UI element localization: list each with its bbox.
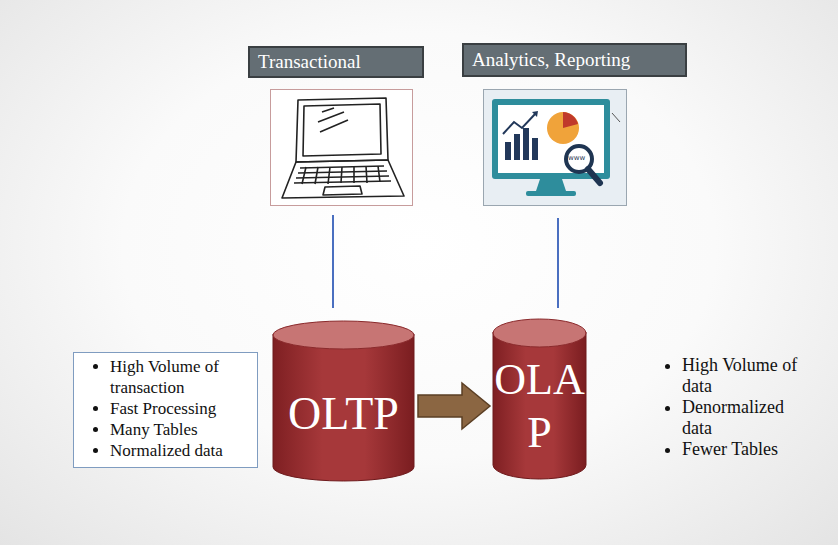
- database-cylinder: OLTP: [272, 320, 415, 482]
- monitor-frame: [484, 90, 627, 206]
- header-box: Transactional: [248, 46, 424, 78]
- header-text: Transactional: [258, 51, 361, 73]
- bullet-item: High Volume of data: [682, 355, 806, 397]
- bullet-list-plain: High Volume of dataDenormalized dataFewe…: [646, 355, 806, 460]
- bullet-list: High Volume of transactionFast Processin…: [74, 353, 257, 461]
- bullet-item: Many Tables: [110, 419, 239, 440]
- bullet-item: Fewer Tables: [682, 439, 806, 460]
- bullet-item: Fast Processing: [110, 398, 239, 419]
- bullet-list: High Volume of dataDenormalized dataFewe…: [646, 355, 806, 460]
- bullet-item: Denormalized data: [682, 397, 806, 439]
- leader-line: [332, 215, 334, 308]
- bullet-item: High Volume of transaction: [110, 356, 239, 398]
- laptop-frame: [271, 90, 413, 206]
- cylinder-label: OLA P: [490, 348, 590, 466]
- cylinder-label: OLTP: [272, 360, 415, 468]
- bullet-box: High Volume of transactionFast Processin…: [73, 352, 258, 468]
- bullet-item: Normalized data: [110, 440, 239, 461]
- header-text: Analytics, Reporting: [472, 49, 630, 71]
- header-box: Analytics, Reporting: [462, 43, 687, 77]
- cylinder-body: [273, 334, 414, 481]
- icon-text: www: [568, 154, 585, 162]
- cylinder-top: [493, 319, 586, 347]
- monitor-icon: [492, 99, 620, 196]
- leader-line: [557, 218, 559, 308]
- laptop-sketch: [282, 98, 404, 198]
- cylinder-top: [273, 321, 414, 349]
- block-arrow: [418, 383, 490, 429]
- database-cylinder: OLA P: [492, 318, 587, 480]
